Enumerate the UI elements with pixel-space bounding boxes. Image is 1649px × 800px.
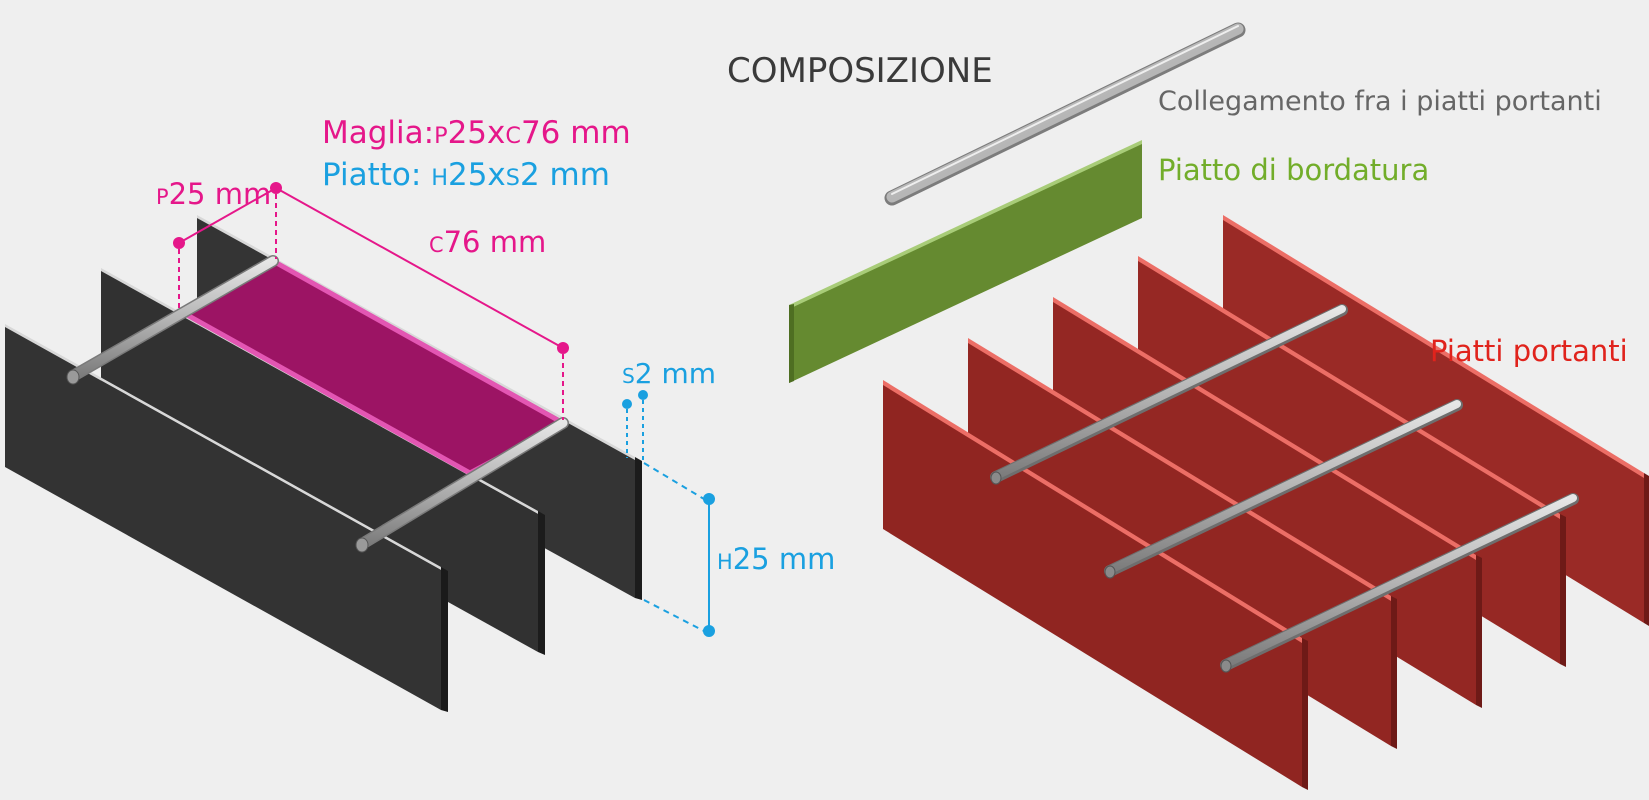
plate-spec-s-prefix: S <box>505 165 520 191</box>
dimension-p-value: 25 mm <box>168 177 272 211</box>
plate-spec-h-value: 25x <box>447 157 506 193</box>
border-plate-part <box>789 140 1142 383</box>
plate-spec-h-prefix: H <box>431 165 448 191</box>
dark-connector-rods <box>66 255 569 553</box>
mesh-spec-p-value: 25x <box>447 115 506 151</box>
red-plate-1 <box>883 380 1302 787</box>
mesh-spec-label: Maglia: <box>322 115 435 151</box>
dimension-s-label: S2 mm <box>622 360 716 388</box>
plate-spec-s-value: 2 mm <box>519 157 610 193</box>
dimension-h-value: 25 mm <box>732 542 836 576</box>
dimension-s-value: 2 mm <box>634 357 717 390</box>
dimension-c-prefix: C <box>429 233 444 257</box>
connector-label: Collegamento fra i piatti portanti <box>1158 86 1602 117</box>
border-plate-label: Piatto di bordatura <box>1158 153 1430 187</box>
connector-bar-part <box>884 22 1246 206</box>
dimension-c-label: C76 mm <box>429 228 546 257</box>
bearing-plates-label: Piatti portanti <box>1430 334 1628 368</box>
dimension-p-prefix: P <box>156 185 169 209</box>
dimension-h-label: H25 mm <box>717 545 835 574</box>
mesh-spec: Maglia:P25xC76 mm <box>322 118 631 149</box>
dimension-c-value: 76 mm <box>443 225 547 259</box>
mesh-spec-p-prefix: P <box>434 123 448 149</box>
plate-spec: Piatto: H25xS2 mm <box>322 160 610 191</box>
plate-spec-label: Piatto: <box>322 157 422 193</box>
dimension-p-label: P25 mm <box>156 180 271 209</box>
dimension-h-prefix: H <box>717 550 733 574</box>
mesh-spec-c-prefix: C <box>505 123 521 149</box>
page-title: COMPOSIZIONE <box>727 51 993 91</box>
mesh-spec-c-value: 76 mm <box>520 115 631 151</box>
dark-plate-front <box>5 324 448 712</box>
bearing-connector-rods <box>990 304 1579 673</box>
dark-grating-sample <box>5 215 642 712</box>
dimension-markers <box>173 182 715 637</box>
dimension-s-prefix: S <box>622 364 635 388</box>
